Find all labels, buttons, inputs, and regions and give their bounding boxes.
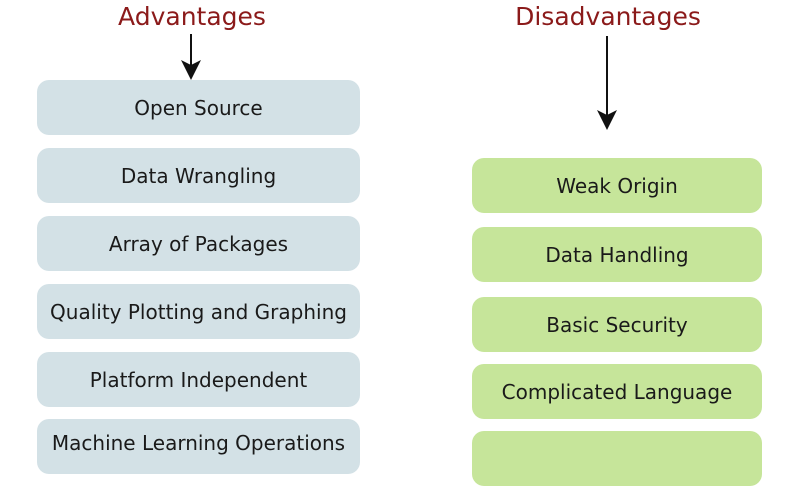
advantage-item: Data Wrangling [37, 148, 360, 203]
advantage-item: Open Source [37, 80, 360, 135]
disadvantage-item: Complicated Language [472, 364, 762, 419]
advantages-title: Advantages [118, 2, 266, 31]
advantage-item: Platform Independent [37, 352, 360, 407]
disadvantages-title: Disadvantages [515, 2, 701, 31]
disadvantage-item: Weak Origin [472, 158, 762, 213]
disadvantage-item: Data Handling [472, 227, 762, 282]
disadvantage-item [472, 431, 762, 486]
down-arrow-icon [597, 36, 617, 130]
advantage-item: Array of Packages [37, 216, 360, 271]
disadvantage-item: Basic Security [472, 297, 762, 352]
advantage-item: Quality Plotting and Graphing [37, 284, 360, 339]
advantage-item: Machine Learning Operations [37, 419, 360, 474]
down-arrow-icon [181, 34, 201, 80]
